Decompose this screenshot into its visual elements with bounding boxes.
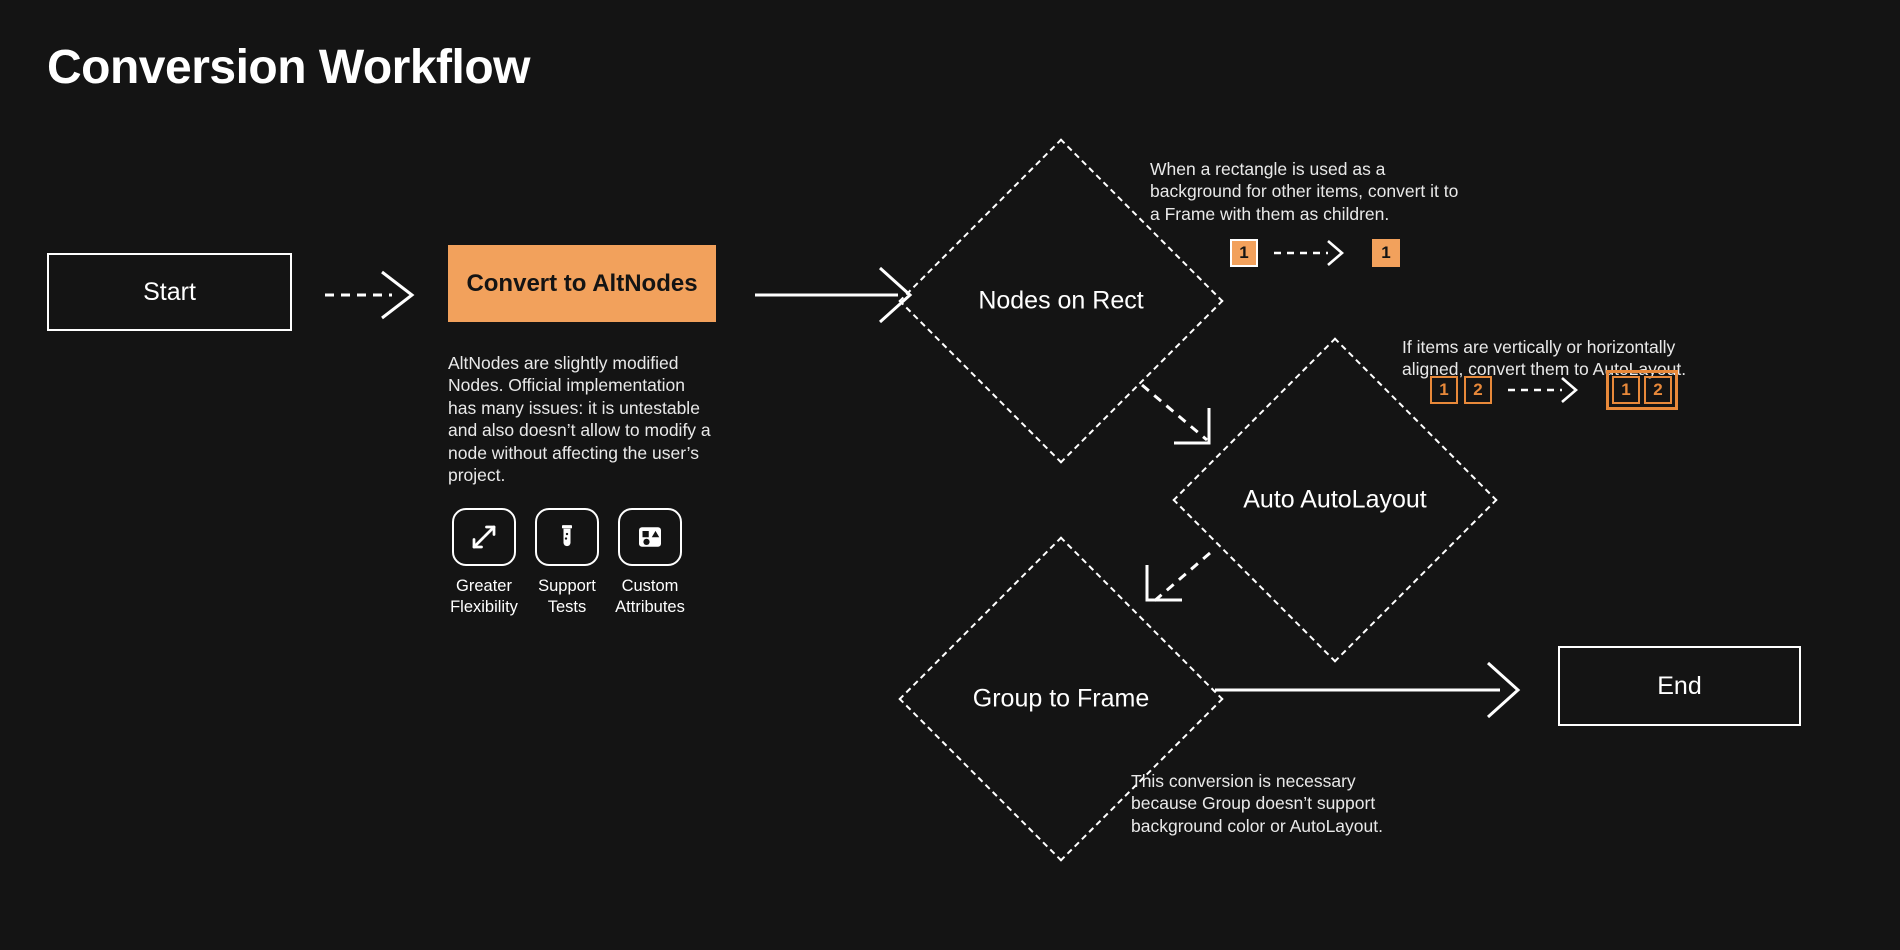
badge-after-2: 2 bbox=[1644, 376, 1672, 404]
badge-after-1: 1 bbox=[1372, 239, 1400, 267]
feature-label: Custom Attributes bbox=[615, 577, 685, 616]
test-tube-icon bbox=[562, 525, 572, 547]
node-end-label: End bbox=[1657, 671, 1702, 700]
node-end[interactable]: End bbox=[1558, 646, 1801, 726]
badge-before-1: 1 bbox=[1430, 376, 1458, 404]
description-group-to-frame: This conversion is necessary because Gro… bbox=[1131, 771, 1383, 836]
feature-card bbox=[618, 508, 682, 566]
feature-label: Support Tests bbox=[538, 577, 596, 616]
feature-greater-flexibility[interactable]: Greater Flexibility bbox=[450, 508, 518, 617]
dashed-arrow-icon bbox=[1274, 240, 1344, 266]
expand-arrows-icon bbox=[472, 525, 496, 549]
node-group-to-frame[interactable]: Group to Frame bbox=[898, 536, 1224, 862]
node-start-label: Start bbox=[143, 277, 196, 306]
feature-custom-attributes[interactable]: Custom Attributes bbox=[615, 508, 685, 617]
feature-support-tests[interactable]: Support Tests bbox=[535, 508, 599, 617]
feature-label: Greater Flexibility bbox=[450, 577, 518, 616]
node-nodes-on-rect[interactable]: Nodes on Rect bbox=[898, 138, 1224, 464]
connector-start-to-convert bbox=[325, 270, 415, 320]
badge-group-before: 1 2 bbox=[1430, 376, 1492, 404]
badge-before-2: 2 bbox=[1464, 376, 1492, 404]
node-start[interactable]: Start bbox=[47, 253, 292, 331]
description-altnodes: AltNodes are slightly modified Nodes. Of… bbox=[448, 353, 711, 485]
node-auto-autolayout-label: Auto AutoLayout bbox=[1243, 485, 1427, 514]
feature-list: Greater Flexibility Support Tests bbox=[450, 508, 685, 617]
connector-convert-to-nodesonrect bbox=[755, 266, 913, 324]
badge-illustration-nodes-on-rect: 1 1 bbox=[1230, 238, 1400, 268]
feature-card bbox=[452, 508, 516, 566]
node-nodes-on-rect-label: Nodes on Rect bbox=[978, 286, 1144, 315]
connector-grouptoframe-to-end bbox=[1215, 661, 1521, 719]
badge-before-1: 1 bbox=[1230, 239, 1258, 267]
feature-card bbox=[535, 508, 599, 566]
node-group-to-frame-label: Group to Frame bbox=[972, 684, 1150, 713]
page-title: Conversion Workflow bbox=[47, 41, 531, 94]
shapes-icon bbox=[639, 527, 661, 547]
badge-after-1: 1 bbox=[1612, 376, 1640, 404]
node-convert-to-altnodes[interactable]: Convert to AltNodes bbox=[448, 245, 716, 322]
node-convert-label: Convert to AltNodes bbox=[466, 269, 698, 297]
description-auto-autolayout: If items are vertically or horizontally … bbox=[1402, 337, 1687, 380]
node-auto-autolayout[interactable]: Auto AutoLayout bbox=[1172, 337, 1498, 663]
dashed-arrow-icon bbox=[1508, 377, 1578, 403]
description-nodes-on-rect: When a rectangle is used as a background… bbox=[1150, 159, 1459, 224]
badge-illustration-auto-autolayout: 1 2 1 2 bbox=[1430, 370, 1678, 410]
badge-group-after-frame: 1 2 bbox=[1606, 370, 1678, 410]
